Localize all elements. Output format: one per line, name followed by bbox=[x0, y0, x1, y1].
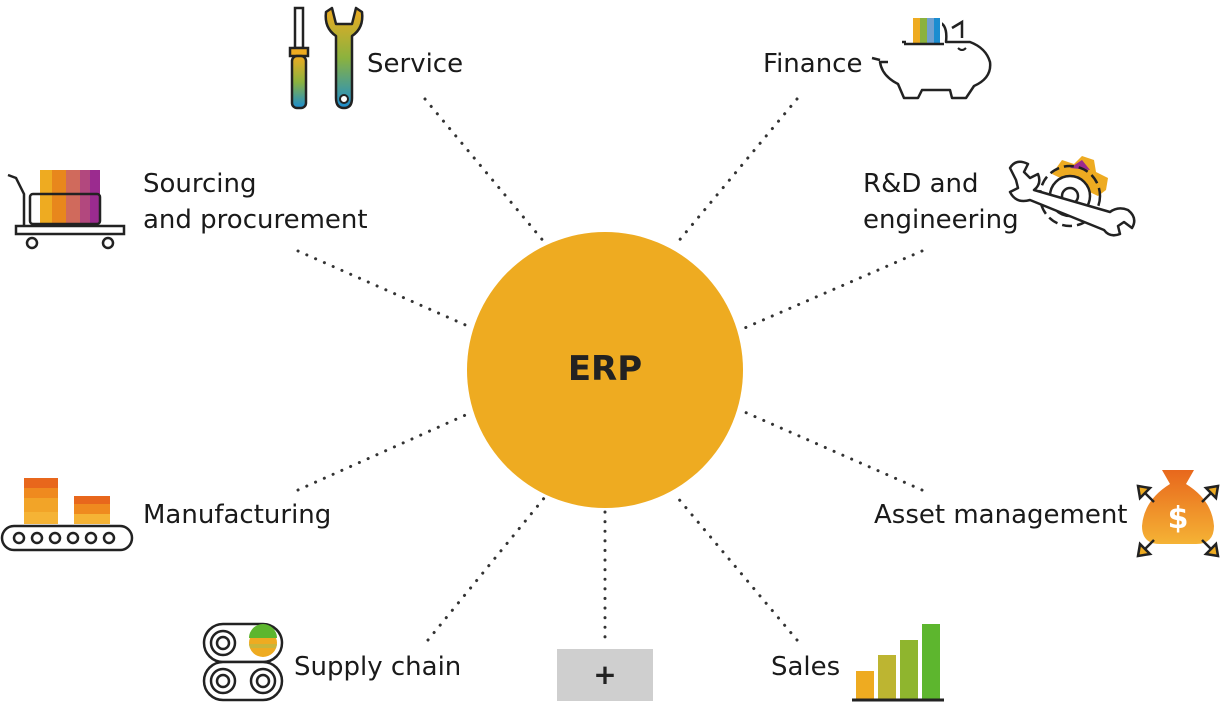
wrench-gear-icon bbox=[1008, 156, 1136, 237]
sourcing-label: Sourcing and procurement bbox=[143, 166, 368, 238]
connector-service bbox=[423, 97, 547, 245]
asset-management-label: Asset management bbox=[874, 500, 1128, 530]
supply-chain-icon bbox=[202, 622, 284, 702]
svg-text:$: $ bbox=[1168, 501, 1189, 536]
conveyor-belt-icon bbox=[0, 478, 134, 552]
sales-label: Sales bbox=[771, 652, 841, 682]
connector-manufacturing bbox=[296, 411, 472, 492]
connector-supply bbox=[426, 495, 547, 642]
piggy-bank-icon bbox=[871, 18, 992, 100]
connector-asset bbox=[738, 408, 924, 492]
connector-finance bbox=[675, 97, 799, 245]
connector-rnd bbox=[738, 249, 924, 332]
sourcing-label-line1: Sourcing bbox=[143, 169, 257, 199]
rnd-label: R&D and engineering bbox=[863, 166, 1019, 238]
finance-label: Finance bbox=[763, 49, 863, 79]
rnd-label-line1: R&D and bbox=[863, 169, 979, 199]
cart-icon bbox=[7, 170, 126, 250]
manufacturing-label: Manufacturing bbox=[143, 500, 332, 530]
sourcing-label-line2: and procurement bbox=[143, 205, 368, 235]
money-bag-icon: $ bbox=[1136, 470, 1220, 558]
rnd-label-line2: engineering bbox=[863, 205, 1019, 235]
service-label: Service bbox=[367, 49, 464, 79]
bar-chart-icon bbox=[852, 624, 944, 702]
add-module-button[interactable]: + bbox=[557, 649, 653, 701]
connector-sourcing bbox=[296, 249, 472, 329]
supply-chain-label: Supply chain bbox=[294, 652, 462, 682]
tools-icon bbox=[288, 6, 364, 110]
connectors bbox=[296, 97, 924, 647]
connector-sales bbox=[675, 495, 799, 642]
erp-center-label: ERP bbox=[567, 349, 643, 389]
erp-circle bbox=[467, 232, 743, 508]
